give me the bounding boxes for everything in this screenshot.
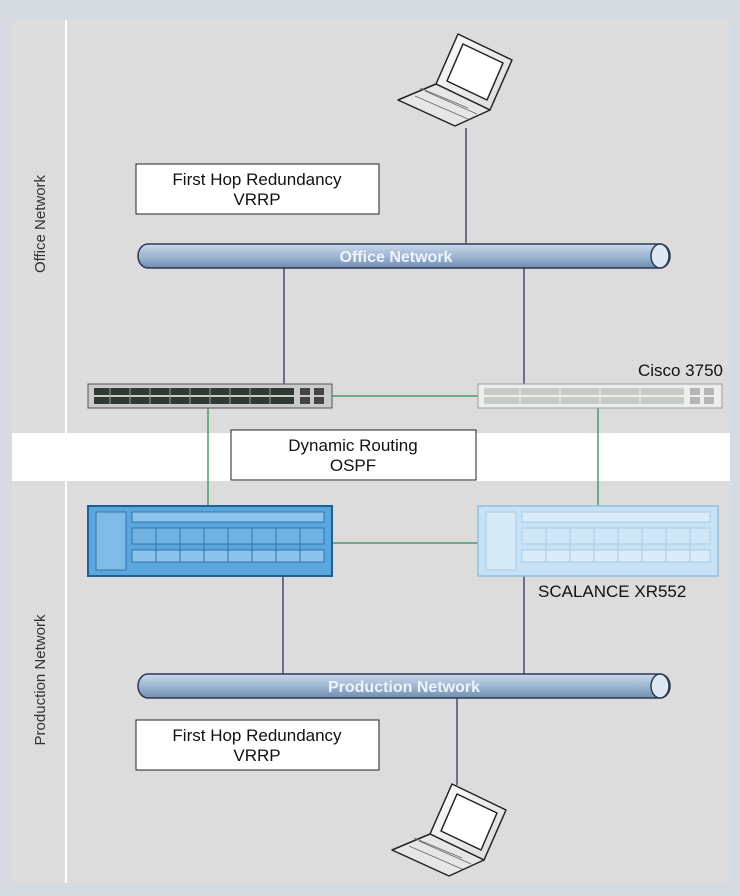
cisco-switch-standby-icon [477, 383, 723, 409]
production-bus-label: Production Network [328, 679, 480, 696]
office-fhr-line1: First Hop Redundancy [172, 170, 342, 189]
office-fhr-box: First Hop Redundancy VRRP [135, 163, 380, 215]
office-zone [12, 20, 730, 433]
office-bus-label: Office Network [340, 249, 453, 266]
cisco-switch-active-icon [87, 383, 333, 409]
production-network-bus: Production Network [137, 673, 671, 699]
production-laptop-icon [391, 783, 507, 877]
office-laptop-icon [397, 33, 513, 127]
production-zone-label: Production Network [32, 614, 49, 745]
production-fhr-line1: First Hop Redundancy [172, 726, 342, 745]
office-fhr-line2: VRRP [233, 190, 280, 209]
links [207, 128, 599, 785]
production-fhr-line2: VRRP [233, 746, 280, 765]
cisco-label: Cisco 3750 [638, 361, 723, 380]
scalance-active-icon [87, 505, 333, 577]
office-network-bus: Office Network [137, 243, 671, 269]
office-zone-label: Office Network [32, 174, 49, 273]
dynamic-routing-box: Dynamic Routing OSPF [230, 429, 477, 481]
scalance-label: SCALANCE XR552 [538, 582, 686, 601]
dynamic-routing-line1: Dynamic Routing [288, 436, 417, 455]
scalance-standby-icon [477, 505, 719, 577]
dynamic-routing-line2: OSPF [330, 456, 376, 475]
production-fhr-box: First Hop Redundancy VRRP [135, 719, 380, 771]
